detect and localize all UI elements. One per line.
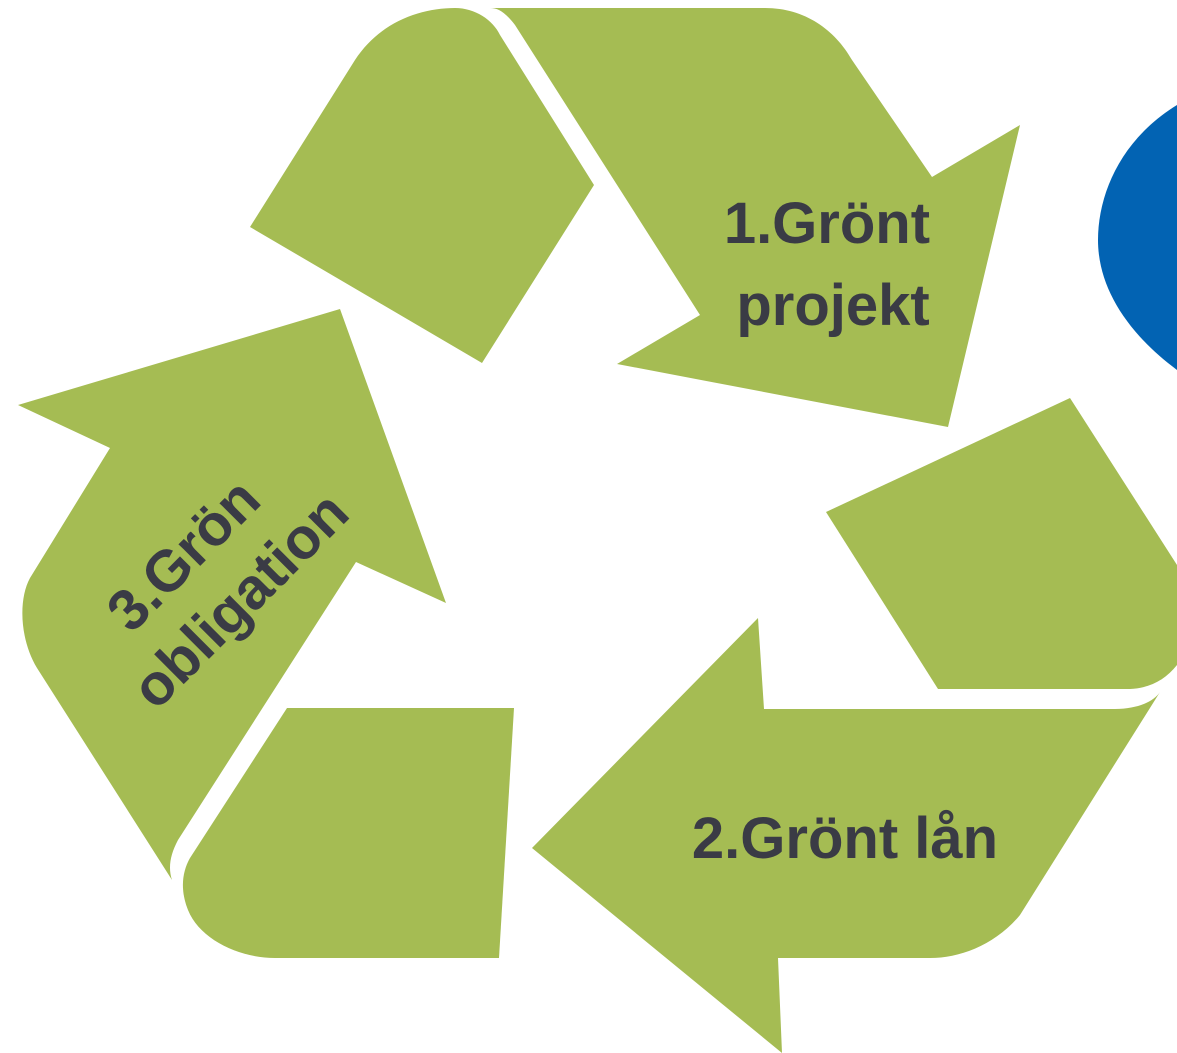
arrow-1-head <box>490 8 1020 427</box>
arrow-2-head <box>532 618 1160 1053</box>
step-1-label-line1: 1.Grönt <box>724 191 930 256</box>
blue-ellipse-shape <box>1098 105 1177 370</box>
step-1-label: 1.Grönt projekt <box>724 191 946 338</box>
arrow-1-blade <box>250 8 594 363</box>
step-1-label-line2: projekt <box>736 273 929 338</box>
arrow-3-head <box>18 309 446 880</box>
step-2-label-line1: 2.Grönt lån <box>692 806 998 871</box>
arrow-2-blade <box>826 398 1177 689</box>
step-2-label: 2.Grönt lån <box>692 806 998 871</box>
arrow-3-blade <box>182 708 514 958</box>
